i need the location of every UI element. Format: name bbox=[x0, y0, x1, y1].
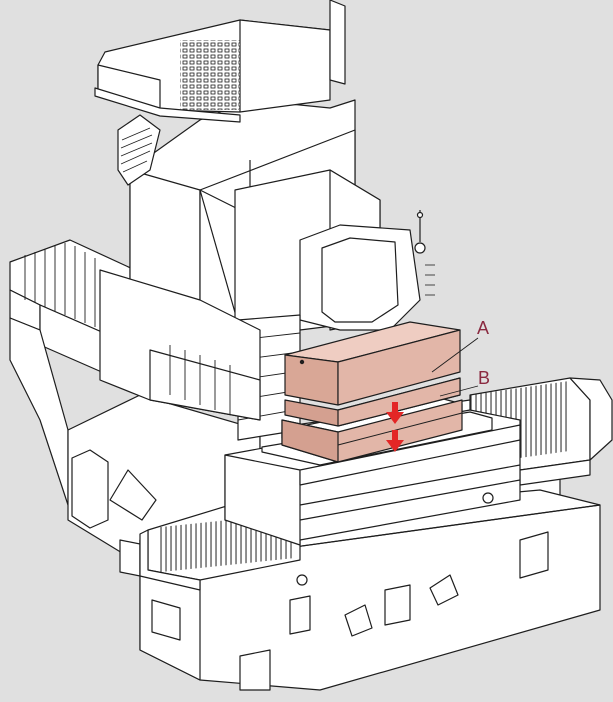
leader-line-b bbox=[439, 385, 479, 397]
clamp-arrow-upper bbox=[386, 402, 404, 424]
part-a bbox=[284, 321, 461, 406]
label-b: B bbox=[478, 368, 490, 388]
clamp-arrow-lower bbox=[386, 430, 404, 452]
workpiece-stack bbox=[281, 321, 463, 463]
clamping-arrows bbox=[386, 402, 404, 452]
leader-line-a bbox=[431, 337, 479, 373]
part-b bbox=[281, 377, 463, 463]
top-motor-housing bbox=[94, 0, 346, 123]
label-a: A bbox=[477, 318, 489, 338]
callouts bbox=[431, 337, 479, 397]
spindle-carriage bbox=[234, 169, 435, 331]
left-side-cover bbox=[99, 269, 261, 421]
